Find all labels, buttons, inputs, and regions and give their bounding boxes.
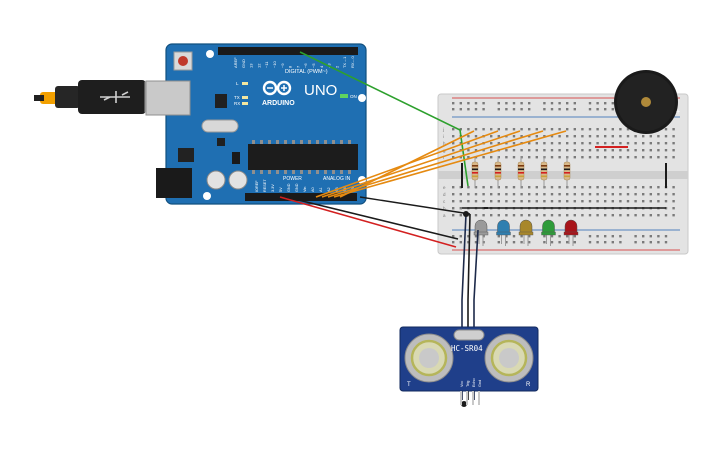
green-wire[interactable] bbox=[299, 51, 469, 187]
orange-wire-4[interactable] bbox=[333, 130, 567, 198]
resistor[interactable] bbox=[517, 156, 525, 188]
transmitter-icon bbox=[404, 333, 454, 383]
digital-pin-label: 13 bbox=[249, 63, 254, 68]
sensor-pin-label: Trig bbox=[466, 381, 470, 387]
arduino-model-text: UNO bbox=[304, 82, 337, 99]
digital-pin-label: ~5 bbox=[311, 63, 316, 68]
digital-pin-label: RX←0 bbox=[350, 55, 355, 68]
power-analog-header[interactable] bbox=[245, 193, 357, 201]
led[interactable] bbox=[496, 219, 511, 246]
power-label: POWER bbox=[283, 176, 302, 182]
power-pin-label: GND bbox=[287, 183, 291, 192]
resistor[interactable] bbox=[563, 156, 571, 188]
sensor-model-text: HC-SR04 bbox=[451, 344, 483, 353]
breadboard-holes bbox=[452, 102, 675, 244]
sensor-t-label: T bbox=[407, 382, 411, 388]
sensor-pin-label: Gnd bbox=[478, 380, 482, 387]
digital-pin-label: ~6 bbox=[303, 63, 308, 68]
leds bbox=[473, 219, 579, 246]
power-pin-label: 5V bbox=[279, 187, 283, 192]
arduino-uno-board[interactable]: UNO ARDUINO DIGITAL (PWM~) POWER ANALOG … bbox=[145, 43, 367, 205]
sensor-pin-label: Echo bbox=[472, 378, 476, 387]
row-letter: h bbox=[443, 141, 446, 146]
sensor-r-label: R bbox=[526, 382, 531, 388]
digital-pin-label: 2 bbox=[334, 65, 339, 68]
row-letter: e bbox=[443, 185, 446, 190]
digital-pin-label: 4 bbox=[319, 65, 324, 68]
orange-wire-5[interactable] bbox=[339, 130, 475, 198]
row-letter: a bbox=[443, 213, 446, 218]
row-letter: f bbox=[443, 155, 445, 160]
resistor[interactable] bbox=[471, 156, 479, 188]
power-pin-label: Vin bbox=[303, 187, 307, 192]
crystal-oscillator bbox=[453, 329, 485, 341]
on-led-label: ON bbox=[350, 94, 357, 99]
power-pin-label: GND bbox=[295, 183, 299, 192]
arduino-brand-text: ARDUINO bbox=[262, 100, 295, 107]
on-led bbox=[340, 94, 348, 98]
row-letter: i bbox=[443, 134, 444, 139]
power-pin-label: IOREF bbox=[255, 180, 259, 192]
resistor[interactable] bbox=[540, 156, 548, 188]
power-pin-label: 3.3V bbox=[271, 184, 275, 192]
led[interactable] bbox=[518, 219, 534, 246]
analog-label: ANALOG IN bbox=[323, 176, 351, 182]
arduino-logo-icon bbox=[262, 80, 292, 96]
sensor-pin-label: Vcc bbox=[460, 381, 464, 387]
wires[interactable] bbox=[279, 51, 567, 407]
rx-label: RX bbox=[234, 101, 240, 106]
digital-pin-label: TX→1 bbox=[342, 56, 347, 68]
resistors bbox=[471, 156, 571, 188]
digital-pin-label: ~9 bbox=[280, 63, 285, 68]
receiver-icon bbox=[484, 333, 534, 383]
power-pin-label: A0 bbox=[311, 187, 315, 192]
digital-pin-label: AREF bbox=[233, 57, 238, 68]
piezo-buzzer[interactable]: + bbox=[614, 70, 680, 134]
digital-pin-label: ~10 bbox=[272, 60, 277, 68]
resistor[interactable] bbox=[494, 156, 502, 188]
row-letter: d bbox=[443, 192, 446, 197]
digital-header-label: DIGITAL (PWM~) bbox=[285, 69, 328, 75]
svg-text:+: + bbox=[676, 109, 680, 116]
reset-button[interactable] bbox=[178, 56, 188, 66]
red-power-wire[interactable] bbox=[279, 196, 457, 248]
digital-pin-label: 12 bbox=[256, 63, 261, 68]
orange-wire-2[interactable] bbox=[321, 130, 521, 198]
digital-pin-label: 8 bbox=[288, 65, 293, 68]
black-ground-wire[interactable] bbox=[285, 196, 459, 240]
row-letter: c bbox=[443, 199, 446, 204]
led[interactable] bbox=[541, 219, 556, 246]
digital-pin-label: ~11 bbox=[264, 61, 269, 68]
led[interactable] bbox=[563, 219, 579, 246]
black-wire-2[interactable] bbox=[359, 196, 471, 215]
tx-label: TX bbox=[234, 95, 240, 100]
power-pin-label: RESET bbox=[263, 179, 267, 192]
digital-pin-label: 7 bbox=[295, 65, 300, 68]
power-pin-label: A1 bbox=[319, 187, 323, 192]
row-letter: b bbox=[443, 206, 446, 211]
digital-pin-header[interactable] bbox=[218, 47, 358, 55]
l-label: L bbox=[236, 81, 239, 86]
digital-pin-label: GND bbox=[241, 59, 246, 68]
power-pin-label: A2 bbox=[327, 187, 331, 192]
row-letter: j bbox=[442, 127, 444, 132]
